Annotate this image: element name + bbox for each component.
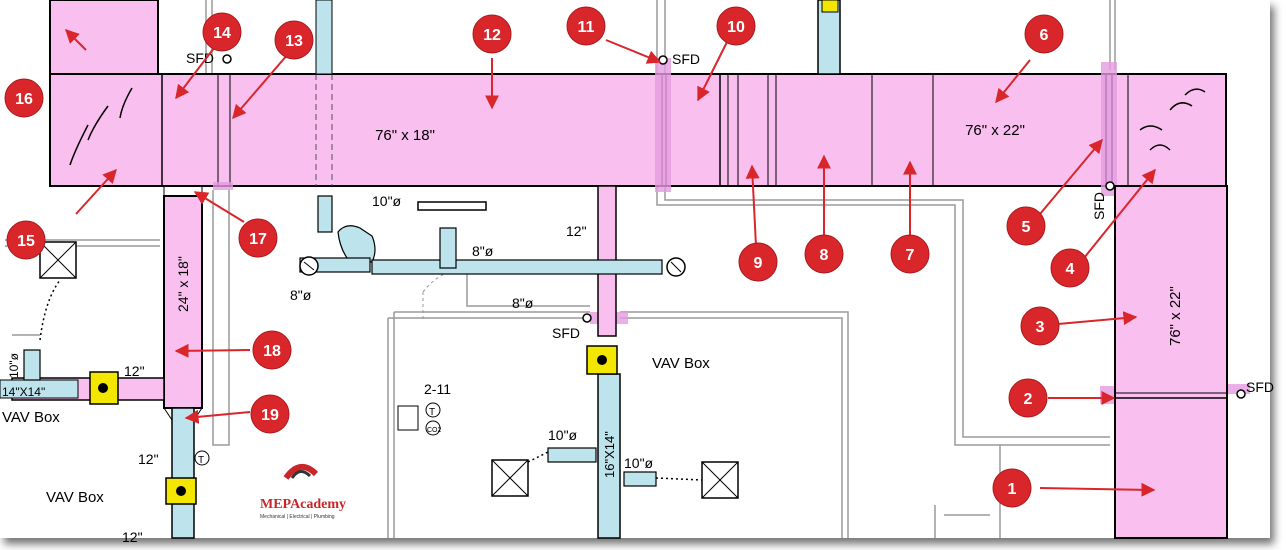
callout-marker-9: 9	[738, 242, 778, 282]
callout-marker-number: 11	[578, 19, 595, 36]
callout-marker-5: 5	[1006, 206, 1046, 246]
callout-marker-12: 12	[472, 14, 512, 54]
callout-marker-number: 13	[285, 33, 303, 50]
callout-marker-number: 2	[1024, 391, 1033, 408]
turning-vanes-left	[69, 87, 133, 166]
callout-marker-14: 14	[202, 12, 242, 52]
top-return-duct	[817, 0, 841, 75]
callout-marker-number: 16	[15, 91, 33, 108]
callout-marker-number: 1	[1008, 481, 1017, 498]
callout-marker-6: 6	[1024, 14, 1064, 54]
callout-marker-19: 19	[250, 394, 290, 434]
callout-marker-13: 13	[274, 20, 314, 60]
thermostat-label-2: T	[198, 455, 204, 466]
callout-marker-18: 18	[252, 330, 292, 370]
branch-size: 24" x 18"	[175, 256, 191, 312]
callout-marker-number: 6	[1040, 27, 1049, 44]
turning-vanes-right	[1139, 88, 1206, 151]
callout-marker-4: 4	[1050, 248, 1090, 288]
return-size: 16"X14"	[602, 431, 617, 478]
callout-marker-number: 10	[727, 19, 745, 36]
callout-marker-number: 15	[17, 233, 35, 250]
main-left-size: 76" x 18"	[375, 127, 435, 144]
callout-marker-16: 16	[4, 78, 44, 118]
callout-marker-3: 3	[1020, 306, 1060, 346]
room-tag: 2-11	[424, 381, 451, 397]
dim-8-a: 8"ø	[472, 243, 494, 259]
callout-arrows	[65, 29, 1156, 497]
left-branch-size: 14"X14"	[2, 385, 45, 399]
callout-marker-17: 17	[238, 218, 278, 258]
upper-left-duct	[49, 0, 159, 75]
callout-marker-2: 2	[1008, 378, 1048, 418]
dim-12-lower: 12"	[138, 451, 159, 467]
sfd-right-lower: SFD	[1246, 379, 1274, 395]
callout-marker-number: 14	[213, 25, 231, 42]
logo-tagline: Mechanical | Electrical | Plumbing	[260, 514, 335, 520]
callout-marker-number: 19	[261, 407, 279, 424]
vav-lower-left-label: VAV Box	[46, 489, 104, 506]
dim-12-bottom: 12"	[122, 529, 143, 545]
flex-connectors	[39, 279, 703, 481]
callout-marker-number: 18	[263, 343, 281, 360]
callout-marker-8: 8	[804, 234, 844, 274]
callout-marker-number: 4	[1066, 261, 1075, 278]
mepacademy-logo: MEPAcademy Mechanical | Electrical | Plu…	[260, 464, 346, 520]
callout-marker-15: 15	[6, 220, 46, 260]
callout-marker-number: 12	[483, 27, 501, 44]
sfd-symbols	[222, 54, 1246, 399]
sfd-top-mid: SFD	[672, 51, 700, 67]
vav-boxes	[89, 345, 618, 505]
branch-24x18	[163, 195, 203, 409]
right-riser-duct	[1114, 185, 1228, 539]
callout-marker-number: 8	[820, 247, 829, 264]
logo-name: MEPAcademy	[260, 497, 346, 512]
callout-marker-number: 9	[754, 255, 763, 272]
dim-10-top: 10"ø	[372, 193, 402, 209]
sfd-right-vertical: SFD	[1091, 192, 1107, 220]
callout-marker-number: 5	[1022, 219, 1031, 236]
dim-12-mid: 12"	[566, 223, 587, 239]
vav-left-label: VAV Box	[2, 409, 60, 426]
callout-marker-1: 1	[992, 468, 1032, 508]
riser-size: 76" x 22"	[1167, 286, 1184, 346]
round-duct-runs	[23, 195, 663, 487]
vav-center-label: VAV Box	[652, 355, 710, 372]
callout-marker-11: 11	[566, 6, 606, 46]
callout-marker-number: 7	[906, 247, 915, 264]
lower-left-duct	[171, 407, 195, 539]
callout-marker-10: 10	[716, 6, 756, 46]
dim-8-b: 8"ø	[290, 287, 312, 303]
dim-10-left: 10"ø	[7, 352, 21, 378]
sfd-top-left: SFD	[186, 50, 214, 66]
callout-marker-7: 7	[890, 234, 930, 274]
dim-8-c: 8"ø	[512, 295, 534, 311]
main-supply-trunk	[49, 73, 1227, 187]
callout-marker-number: 17	[249, 231, 267, 248]
co2-label: CO2	[427, 427, 442, 434]
callout-marker-number: 3	[1036, 319, 1045, 336]
sfd-center: SFD	[552, 325, 580, 341]
main-right-size: 76" x 22"	[965, 122, 1025, 139]
dim-10-low1: 10"ø	[548, 427, 578, 443]
dim-12-left: 12"	[124, 363, 145, 379]
dim-10-low2: 10"ø	[624, 455, 654, 471]
thermostat-icon	[194, 402, 441, 466]
thermostat-label: T	[429, 407, 435, 418]
